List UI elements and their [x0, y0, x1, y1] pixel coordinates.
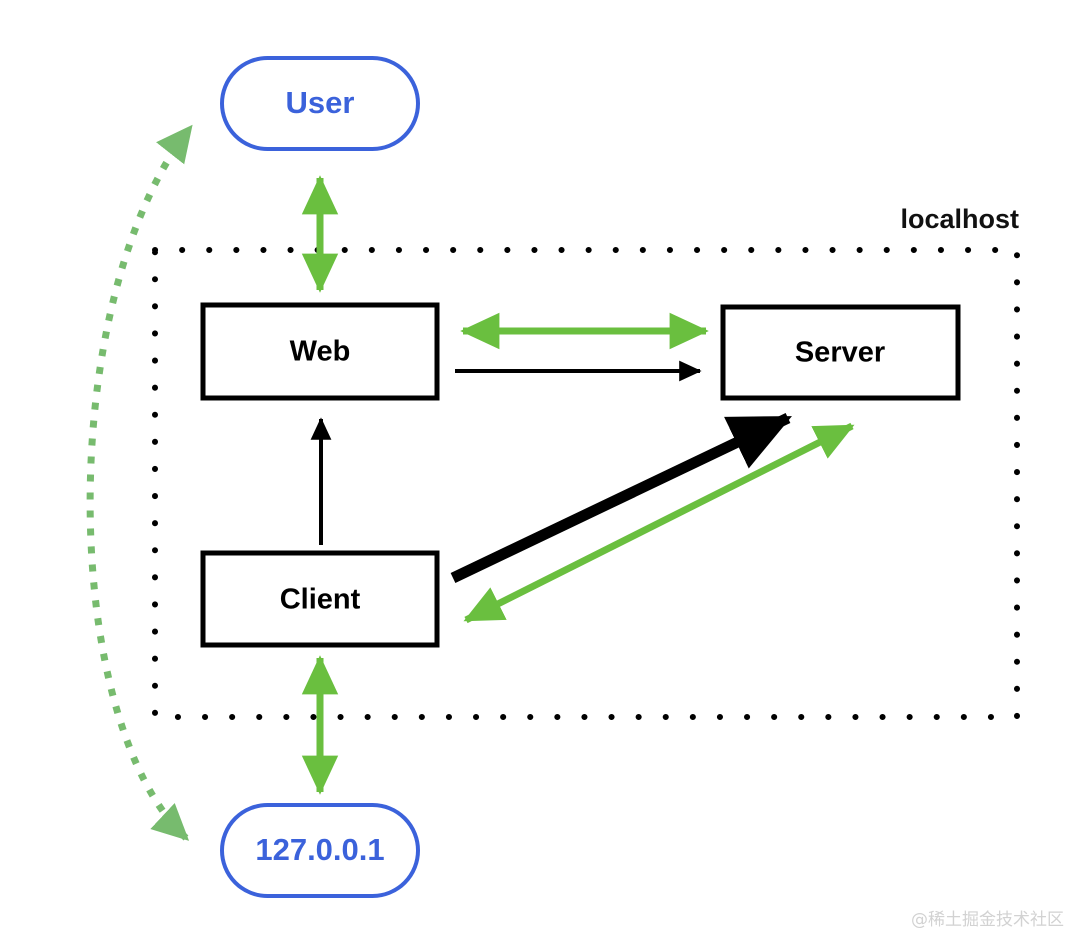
node-user-label: User [286, 85, 355, 120]
localhost-zone: localhost [152, 204, 1020, 720]
node-client[interactable]: Client [200, 550, 440, 648]
node-server-label: Server [795, 337, 885, 369]
edge-user-loopback [86, 124, 193, 841]
node-server[interactable]: Server [720, 304, 961, 401]
node-loopback-shape [220, 803, 420, 898]
node-user-shape [220, 56, 420, 151]
node-client-label: Client [280, 584, 361, 616]
node-loopback[interactable]: 127.0.0.1 [220, 803, 420, 898]
node-user[interactable]: User [220, 56, 420, 151]
edge-client-server [450, 413, 792, 583]
node-loopback-label: 127.0.0.1 [255, 832, 384, 867]
watermark: @稀土掘金技术社区 [911, 910, 1064, 930]
node-web-shape [200, 302, 440, 401]
localhost-zone-label: localhost [900, 204, 1019, 234]
node-web[interactable]: Web [200, 302, 440, 401]
localhost-zone-border [152, 247, 1020, 720]
node-client-shape [200, 550, 440, 648]
node-web-label: Web [290, 336, 351, 368]
edge-client-server-green [463, 422, 855, 624]
node-server-shape [720, 304, 961, 401]
